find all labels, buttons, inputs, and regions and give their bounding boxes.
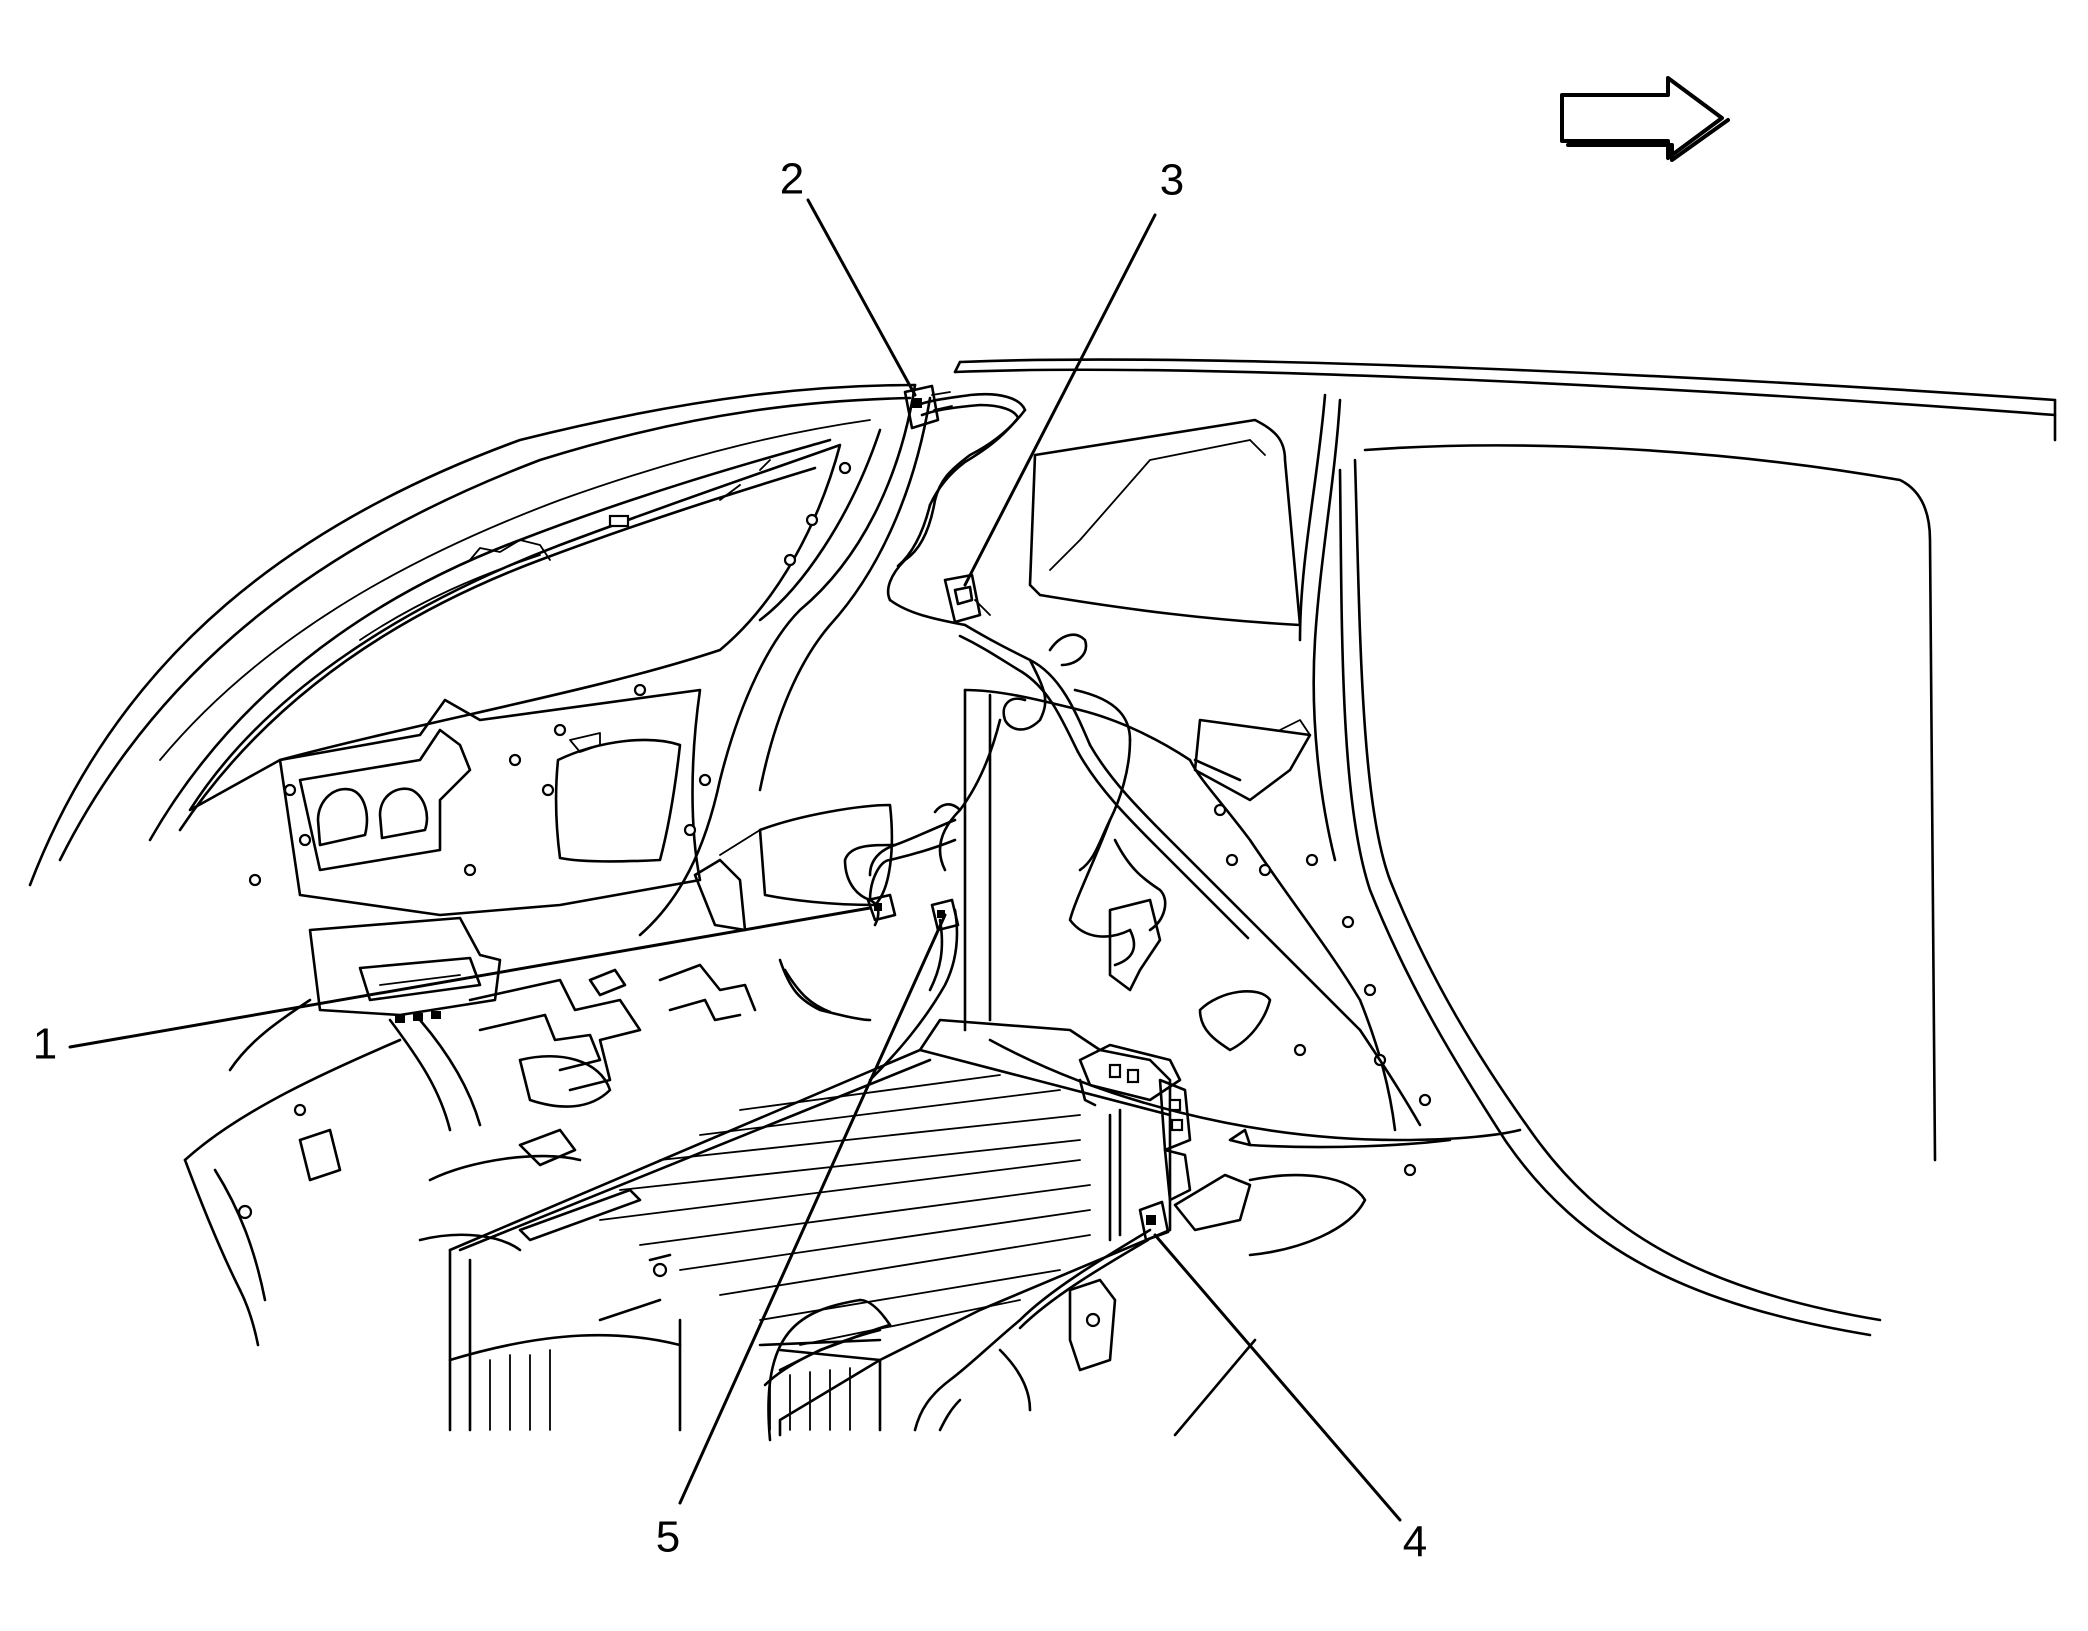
leader-line-4	[1153, 1233, 1402, 1522]
callout-labels: 1 2 3 4 5	[33, 155, 1427, 1567]
callout-1: 1	[33, 1020, 57, 1069]
leader-line-5	[678, 913, 947, 1505]
roof-rail-outline	[953, 358, 2057, 442]
connector-1	[866, 893, 897, 922]
connector-3	[943, 573, 991, 624]
right-wheelhouse-edge	[988, 1038, 1522, 1437]
leader-line-2	[806, 198, 917, 397]
liftgate-opening-trim	[188, 443, 842, 812]
callout-5: 5	[656, 1513, 680, 1562]
left-inner-quarter-panel	[248, 683, 712, 917]
leader-lines	[68, 198, 1402, 1522]
left-roof-edge	[28, 383, 917, 887]
d-pillar-inner-panel	[638, 383, 932, 937]
right-rear-quarter-panel	[963, 688, 1432, 1177]
battery-pack	[448, 1018, 1367, 1437]
wiring-harness	[763, 393, 1422, 1442]
callout-2: 2	[780, 155, 804, 204]
connector-2	[903, 384, 953, 430]
connector-4	[1138, 1200, 1170, 1242]
callout-4: 4	[1403, 1518, 1427, 1567]
callout-3: 3	[1160, 156, 1184, 205]
front-direction-arrow-icon	[1560, 76, 1730, 162]
leader-line-1	[68, 906, 872, 1049]
right-quarter-window-opening	[1028, 418, 1302, 627]
connector-5	[930, 898, 960, 932]
rear-closeout-panel	[228, 916, 502, 1072]
left-lower-quarter	[183, 1038, 522, 1347]
leader-line-3	[963, 213, 1157, 587]
rear-panel-openings	[693, 803, 894, 932]
rear-floor-ribs	[298, 963, 757, 1182]
right-side-door-opening	[1298, 393, 1937, 1337]
